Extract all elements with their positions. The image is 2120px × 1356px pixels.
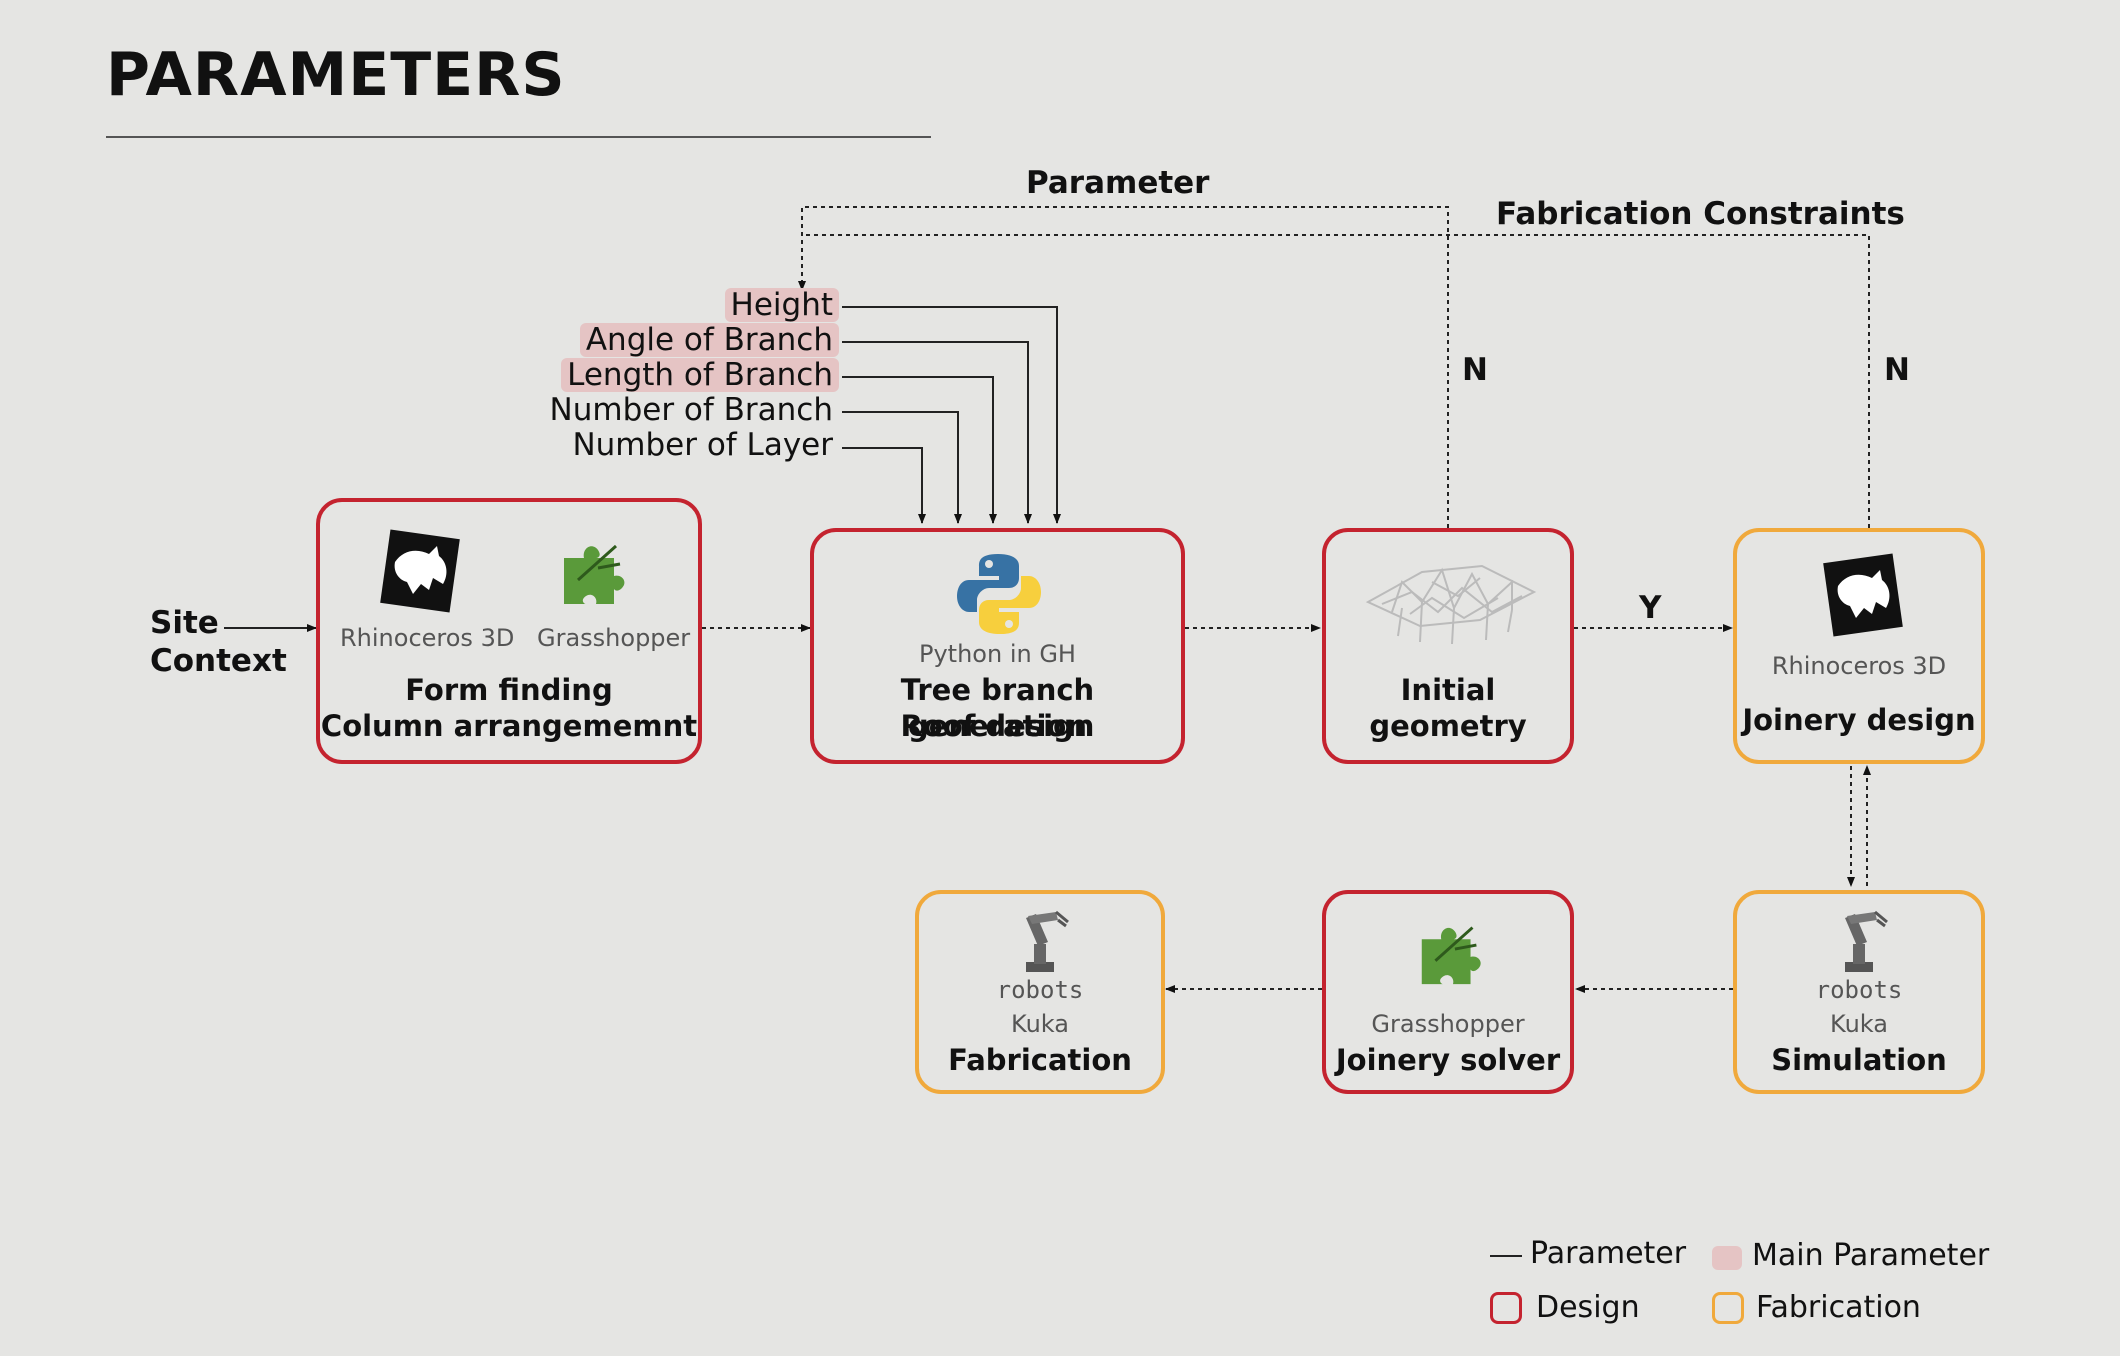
node-tree-line2: Roof design: [900, 709, 1095, 743]
label-context: Context: [150, 643, 287, 679]
node-simulation-line1: Simulation: [1771, 1043, 1947, 1077]
edge-param-angle: [842, 341, 1032, 524]
edge-param-length: [842, 376, 997, 524]
param-angle-of-branch: Angle of Branch: [579, 323, 839, 357]
edge-param-number-layer: [842, 447, 926, 524]
node-solver-line1: Joinery solver: [1335, 1043, 1561, 1077]
legend-main-parameter-label: Main Parameter: [1752, 1238, 1990, 1273]
node-fabrication-line1: Fabrication: [948, 1043, 1132, 1077]
rhino-icon: [380, 529, 460, 613]
tool-grasshopper: Grasshopper: [537, 624, 691, 652]
edge-param-number-branch: [842, 411, 962, 524]
grasshopper-icon: [564, 544, 625, 604]
tool-kuka: Kuka: [1011, 1010, 1069, 1038]
param-number-of-layer: Number of Layer: [572, 427, 833, 463]
roof-geometry-icon: [1365, 564, 1537, 645]
tool-robots: robots: [996, 976, 1084, 1004]
label-parameter: Parameter: [1026, 165, 1210, 201]
node-form-line1: Form finding: [405, 673, 613, 707]
node-tree-line1: Tree branch generation: [900, 673, 1095, 743]
legend-fabrication-label: Fabrication: [1756, 1290, 1921, 1325]
label-n-initial: N: [1462, 352, 1488, 388]
label-n-joinery: N: [1884, 352, 1910, 388]
legend-design-swatch: [1490, 1292, 1522, 1324]
tool-kuka: Kuka: [1830, 1010, 1888, 1038]
node-initial-line2: geometry: [1369, 709, 1527, 743]
node-form-finding: Rhinoceros 3D Grasshopper Form finding C…: [316, 498, 702, 764]
edge-param-height: [842, 306, 1061, 524]
node-joinery-solver: Grasshopper Joinery solver: [1322, 890, 1574, 1094]
param-number-of-branch: Number of Branch: [549, 392, 833, 428]
page-title: PARAMETERS: [106, 40, 566, 110]
node-initial-line1: Initial: [1400, 673, 1496, 707]
node-simulation: robots Kuka Simulation: [1733, 890, 1985, 1094]
edge-joinery-constraints-loop: [802, 234, 1870, 528]
tool-robots: robots: [1815, 976, 1903, 1004]
param-height: Height: [724, 288, 839, 322]
label-y: Y: [1639, 590, 1662, 626]
legend-parameter-label: Parameter: [1530, 1236, 1687, 1271]
rhino-icon: [1823, 553, 1903, 637]
tool-python-in-gh: Python in GH: [919, 640, 1076, 668]
node-fabrication: robots Kuka Fabrication: [915, 890, 1165, 1094]
grasshopper-icon: [1421, 926, 1481, 985]
tool-rhinoceros: Rhinoceros 3D: [1771, 652, 1947, 680]
legend-design-label: Design: [1536, 1290, 1640, 1325]
python-icon: [957, 554, 1041, 634]
legend-main-parameter-swatch: [1712, 1246, 1742, 1270]
node-tree-branch: Python in GH Tree branch generation Roof…: [810, 528, 1185, 764]
edge-initial-parameter-loop: [798, 206, 1449, 528]
robot-arm-icon: [1845, 910, 1888, 972]
tool-grasshopper: Grasshopper: [1371, 1010, 1525, 1038]
legend-fabrication-swatch: [1712, 1292, 1744, 1324]
node-joinery-line1: Joinery design: [1742, 703, 1976, 737]
tool-rhinoceros: Rhinoceros 3D: [340, 624, 515, 652]
label-fabrication-constraints: Fabrication Constraints: [1496, 196, 1905, 232]
robot-arm-icon: [1026, 910, 1069, 972]
param-length-of-branch: Length of Branch: [561, 358, 839, 392]
node-initial-geometry: Initial geometry: [1322, 528, 1574, 764]
title-underline: [106, 136, 931, 138]
node-joinery-design: Rhinoceros 3D Joinery design: [1733, 528, 1985, 764]
label-site: Site: [150, 605, 219, 641]
node-form-line2: Column arrangememnt: [320, 709, 698, 743]
